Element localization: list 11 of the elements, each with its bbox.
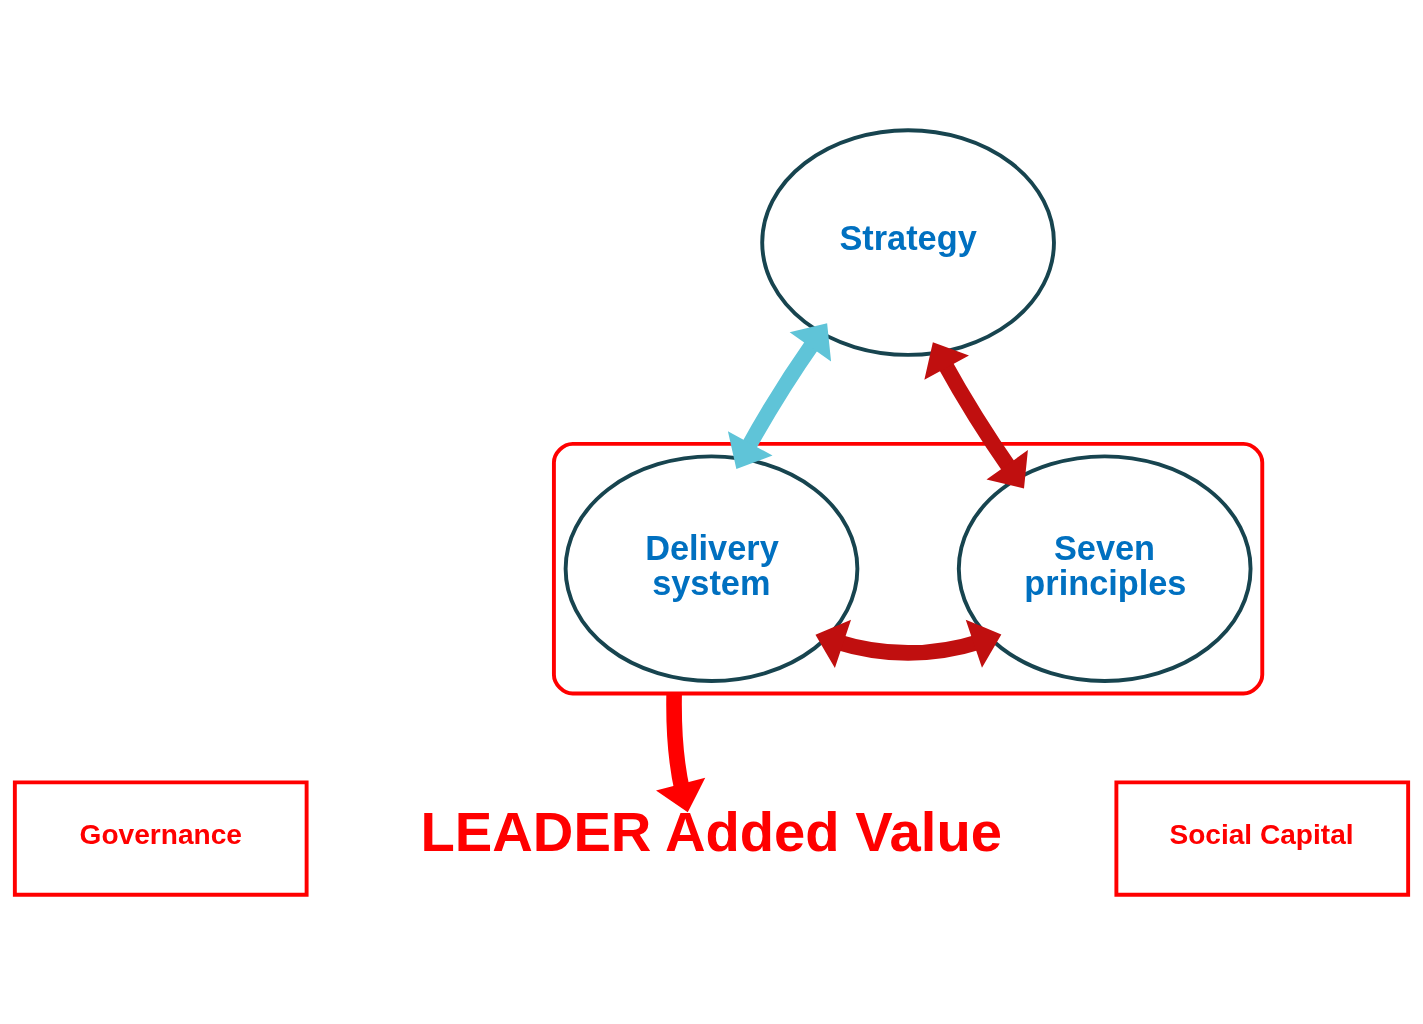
arrow: [815, 619, 1002, 668]
arrow: [656, 692, 706, 812]
node-box: Governance: [12, 779, 309, 897]
arrow: [727, 322, 832, 469]
arrow: [924, 341, 1028, 488]
cluster: [551, 441, 1265, 695]
node-ellipse: Delivery system: [563, 453, 860, 683]
node-text: LEADER Added Value: [420, 799, 1002, 863]
node-ellipse: Seven principles: [956, 453, 1253, 683]
node-ellipse: Strategy: [760, 127, 1056, 357]
node-box: Social Capital: [1114, 779, 1411, 897]
